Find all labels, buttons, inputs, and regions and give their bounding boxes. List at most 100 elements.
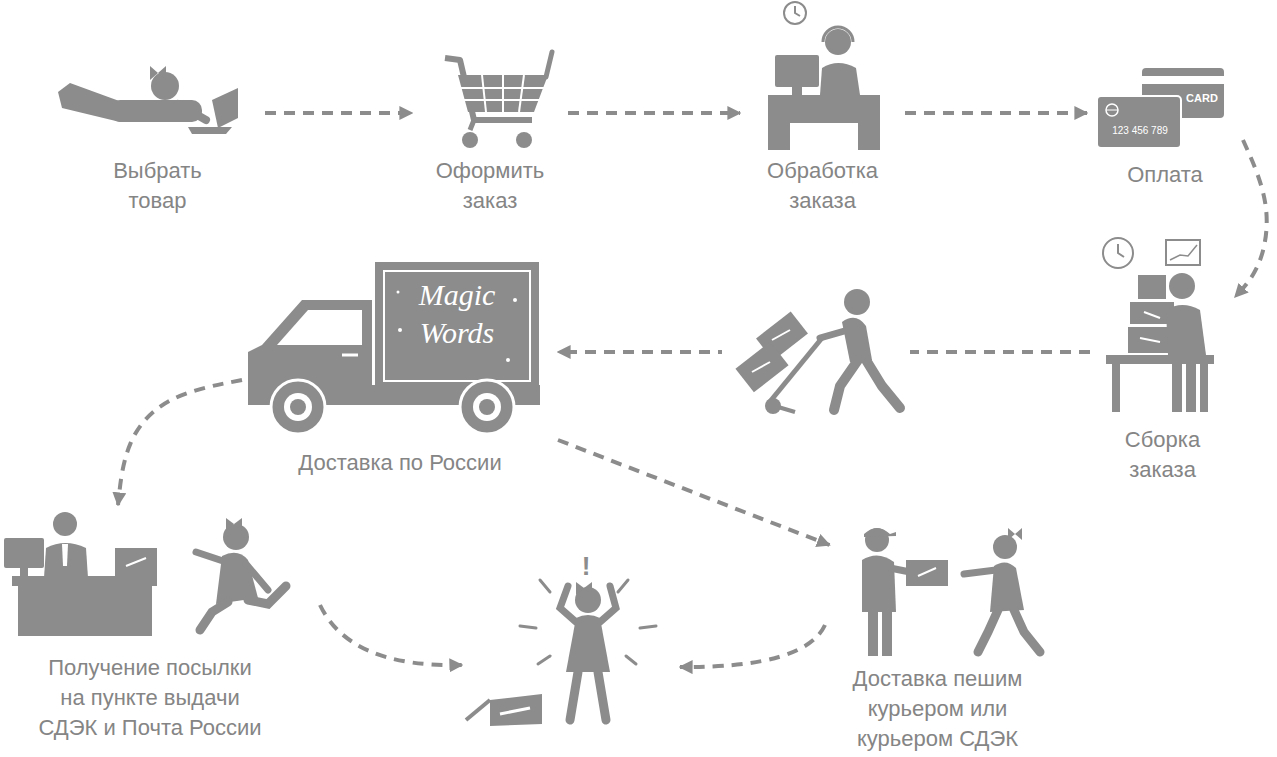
happy-girl-icon-part-part (540, 580, 550, 592)
happy-girl-icon-part (560, 586, 576, 622)
pickup-point-icon-part (44, 543, 88, 578)
cart-icon-part (470, 120, 474, 130)
truck-icon-part (460, 380, 514, 434)
happy-girl-icon-part (570, 672, 578, 720)
courier-icon-part (868, 612, 878, 656)
courier-icon-part (906, 560, 948, 586)
pickup-point-icon-part (18, 586, 152, 636)
happy-girl-icon-part (584, 582, 592, 595)
step-label: Обработка заказа (753, 156, 893, 216)
illustration-layer-part (4, 2, 1224, 726)
girl-laptop-icon-part (158, 66, 166, 80)
operator-icon-part (784, 2, 806, 24)
happy-girl-icon-part (566, 615, 610, 672)
girl-laptop-icon-part (150, 66, 158, 80)
truck-logo: Magic Words (392, 276, 522, 352)
truck-icon-part (384, 271, 530, 381)
girl-laptop-icon (58, 66, 238, 134)
operator-icon-part (790, 105, 858, 123)
leader-arrow (320, 605, 825, 667)
pickup-point-icon-part (20, 568, 28, 576)
edge-group (118, 113, 1267, 545)
operator-icon-part (768, 105, 790, 150)
truck-icon-part (473, 393, 501, 421)
step-node: Обработка заказа (740, 0, 905, 218)
hand-truck-worker-icon (722, 280, 910, 418)
pickup-point-icon-part (200, 602, 228, 630)
exclamation-mark: ! (576, 552, 596, 580)
step-label: Оплата (1095, 160, 1235, 190)
operator-icon-part (858, 105, 880, 150)
hand-truck-worker-icon-part (844, 289, 870, 315)
flow-arrow (905, 111, 1087, 115)
hand-truck-worker-icon-part (834, 360, 858, 410)
step-node: Доставка по России (242, 258, 558, 480)
step-label: Доставка по России (250, 448, 550, 478)
cart-icon-part (458, 75, 548, 112)
step-label: Получение посылки на пункте выдачи СДЭК … (19, 653, 281, 743)
courier-icon-part (882, 612, 892, 656)
cart-icon-part (462, 132, 478, 148)
credit-card-icon-part (1142, 76, 1224, 84)
happy-girl-icon-part (500, 708, 530, 714)
happy-girl-icon-part-part (626, 656, 636, 664)
happy-girl-icon-part (576, 582, 584, 595)
packer-icon (1103, 238, 1214, 412)
packer-icon-part (1172, 364, 1182, 412)
truck-icon-part (290, 399, 306, 415)
step-node: Сборка заказа (1090, 232, 1235, 487)
packer-icon-part (1170, 245, 1197, 260)
truck-icon-part-part (398, 328, 402, 332)
pickup-point-icon-part (234, 518, 242, 531)
flow-arrow (118, 380, 242, 505)
card-number: 123 456 789 (1102, 125, 1178, 137)
leader-arrow-part (320, 605, 462, 665)
packer-icon-part (1106, 355, 1214, 364)
cart-icon-part (546, 52, 552, 77)
happy-girl-icon-part (466, 700, 490, 720)
flow-arrow (558, 440, 830, 545)
cart-icon-part-part (519, 75, 524, 112)
packer-icon-part (1103, 238, 1133, 268)
girl-laptop-icon-part (212, 88, 238, 128)
courier-icon-part (1008, 528, 1015, 540)
step-label: Сборка заказа (1103, 425, 1223, 485)
operator-icon-part (775, 55, 819, 87)
pickup-point-icon-part (248, 586, 286, 604)
courier-icon-part (918, 568, 936, 576)
happy-girl-icon-part (600, 586, 616, 622)
truck-icon-part (271, 380, 325, 434)
courier-icon-part (864, 528, 896, 537)
truck-icon-part-part (397, 291, 400, 294)
truck-icon-part-part (506, 358, 510, 362)
pickup-point-icon-part (62, 544, 68, 566)
credit-card-icon-part (1106, 104, 1118, 116)
cart-icon (445, 52, 552, 148)
operator-icon-part (820, 63, 860, 95)
cart-icon-part (516, 132, 532, 148)
packer-icon-part (1138, 275, 1166, 299)
operator-icon-part (825, 29, 851, 55)
happy-girl-icon-part-part (640, 626, 656, 628)
packer-icon-part (1118, 244, 1124, 257)
credit-card-icon-part (1106, 110, 1118, 111)
hand-truck-worker-icon-part (866, 360, 900, 408)
truck-icon-part (284, 393, 312, 421)
cart-icon-part (460, 75, 545, 112)
hand-truck-worker-icon-part (735, 342, 788, 393)
courier-icon-part (862, 555, 896, 612)
operator-icon (768, 2, 880, 150)
cart-icon-part-part (482, 75, 486, 112)
card-text: CARD (1180, 92, 1224, 105)
flow-arrow (265, 111, 412, 115)
step-node: Выбрать товар (50, 58, 265, 218)
truck-icon-part (479, 399, 495, 415)
girl-laptop-icon-part (188, 127, 232, 134)
courier-icon-part (1015, 528, 1022, 540)
hand-truck-worker-icon-part-part (752, 362, 770, 372)
pickup-point-icon-part (246, 564, 268, 590)
packer-icon-part (1186, 364, 1196, 412)
happy-girl-icon-part (520, 580, 656, 664)
credit-card-icon (1097, 68, 1224, 148)
